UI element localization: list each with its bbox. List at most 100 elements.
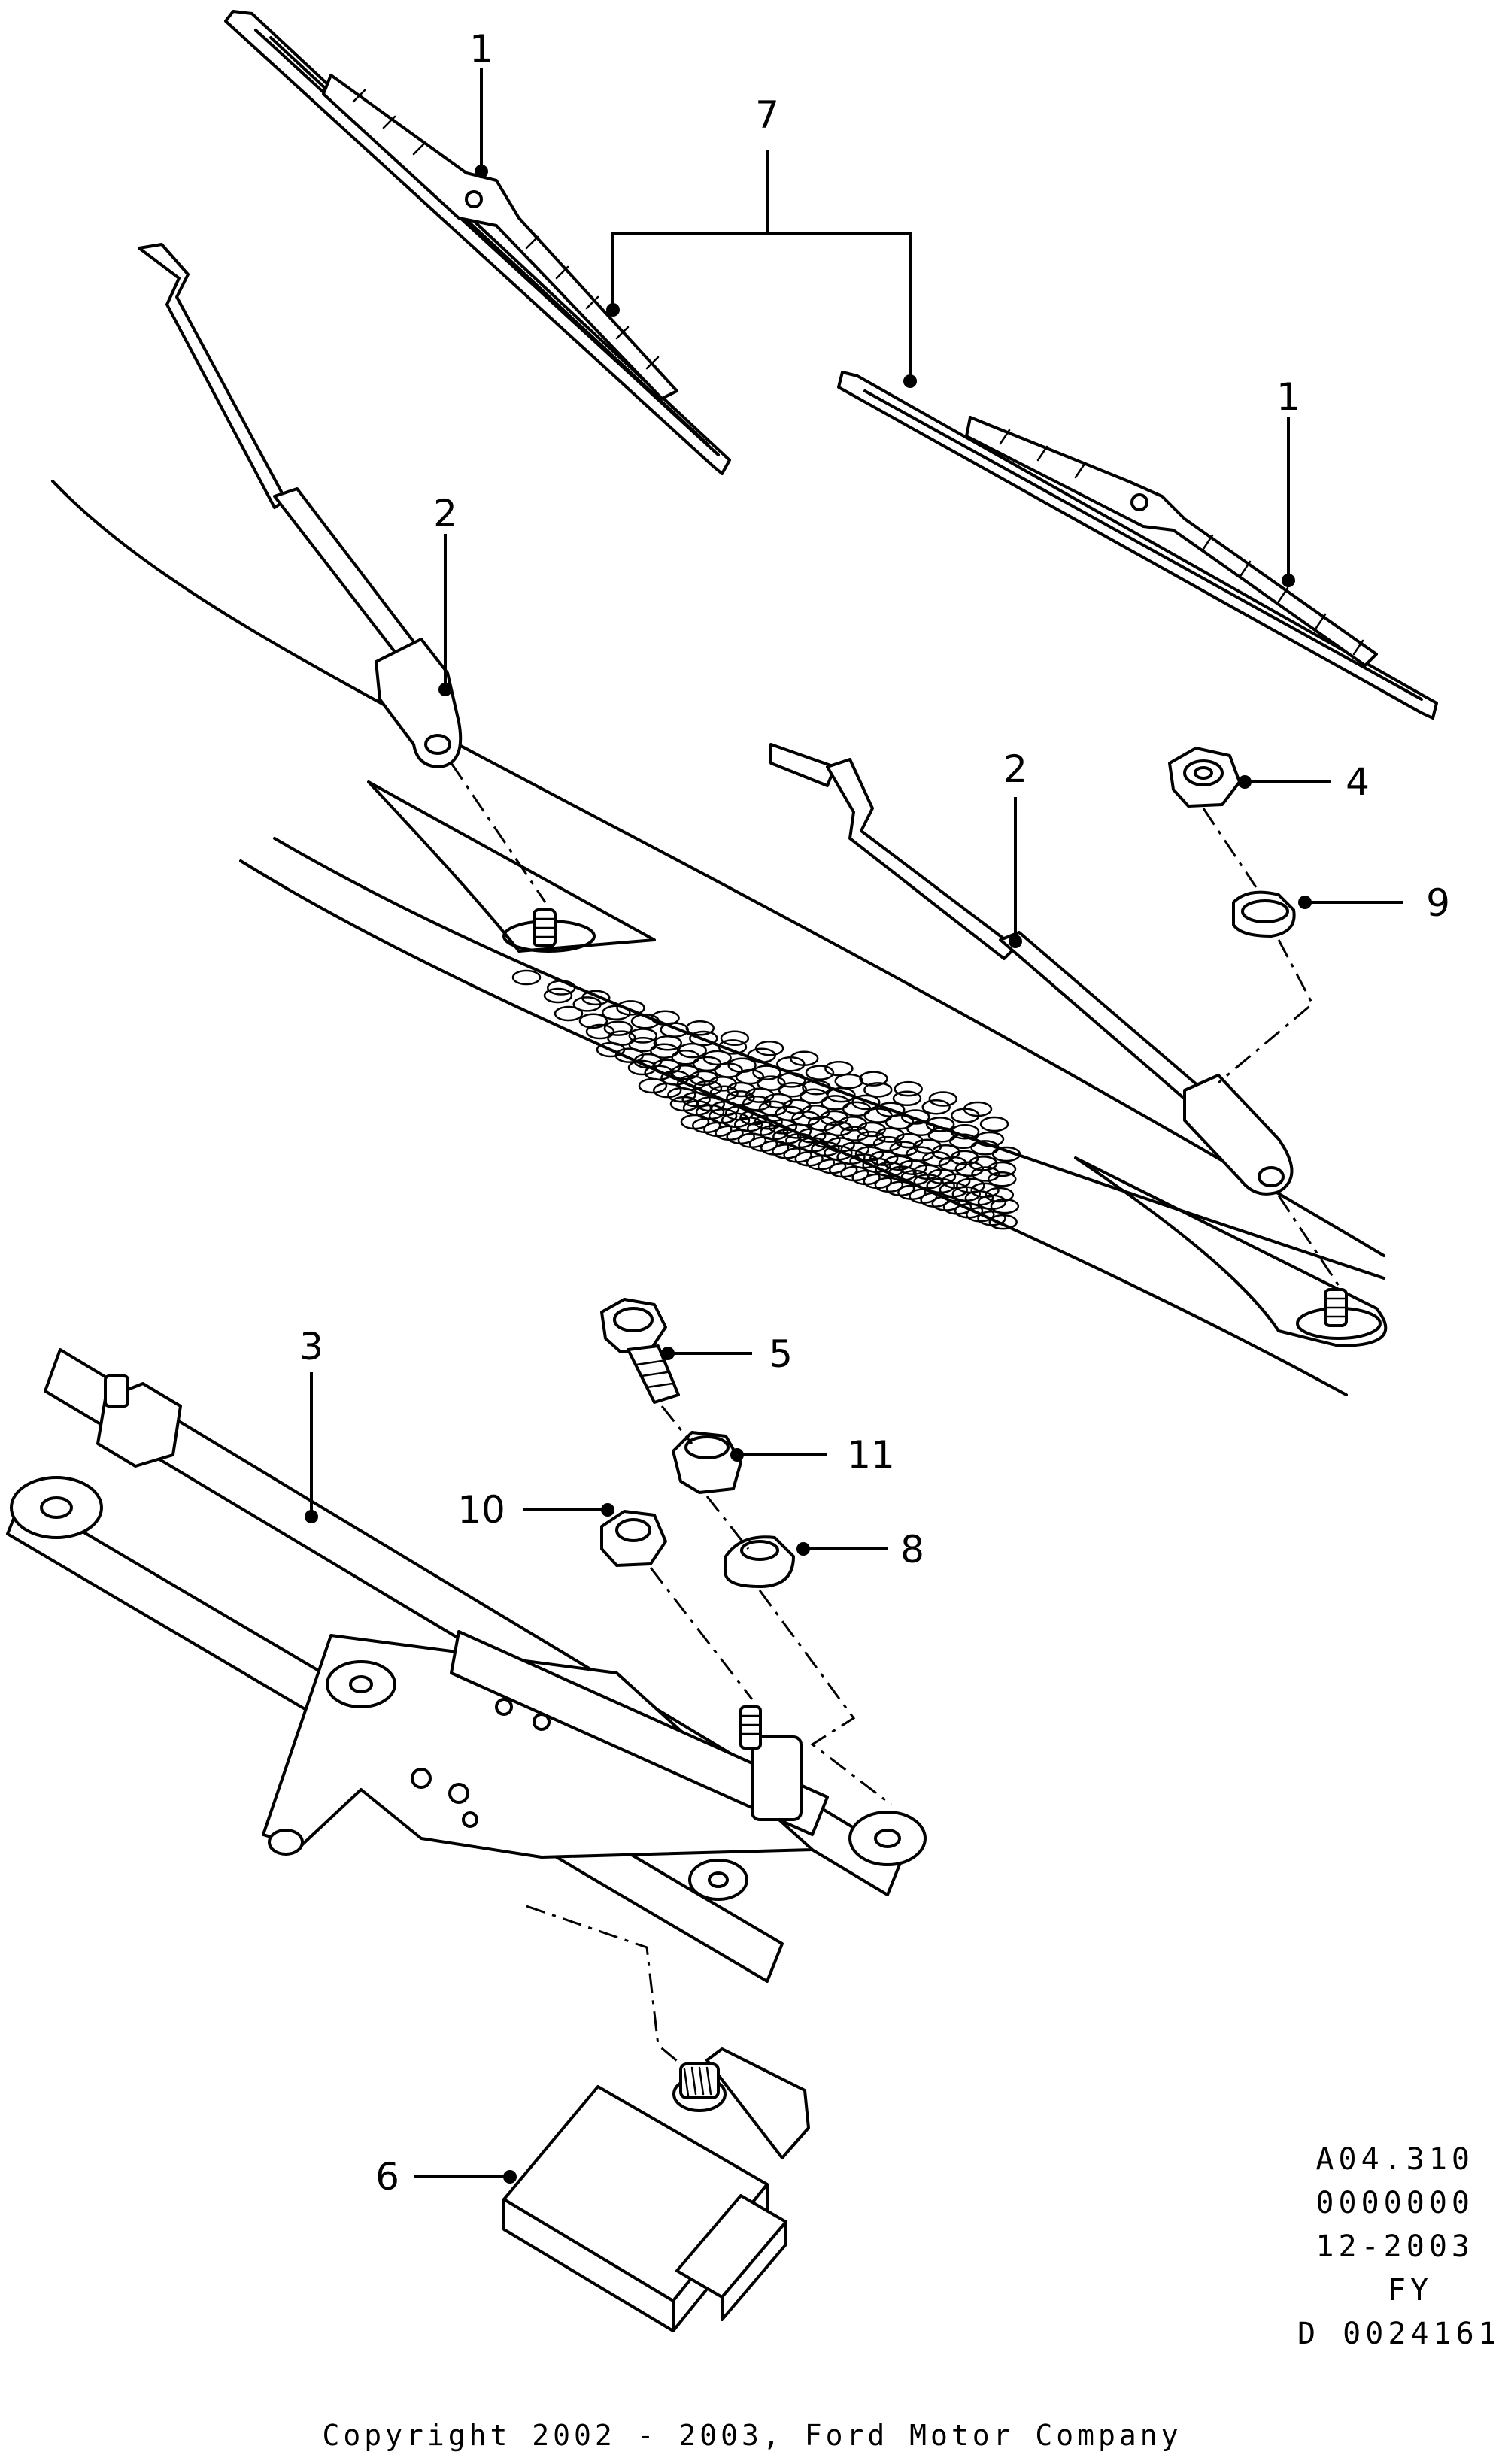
- callout-7-blade-set: 7: [755, 93, 779, 137]
- grille-vent-slot: [950, 1123, 980, 1140]
- callout-6-motor: 6: [375, 2155, 399, 2199]
- grille-vent-slot: [925, 1117, 955, 1132]
- grille-vent-slot: [991, 1146, 1021, 1162]
- grille-vent-slot: [900, 1109, 930, 1125]
- callout-1-left-blade: 1: [469, 27, 493, 71]
- wiper-linkage-part-3: [6, 1348, 927, 1983]
- grille-vent-slot: [894, 1080, 923, 1097]
- callout-1-right-blade: 1: [1276, 375, 1300, 419]
- callout-2-right-arm: 2: [1003, 747, 1027, 791]
- grille-vent-slot: [546, 980, 576, 996]
- callout-leaders: [305, 68, 1403, 2184]
- grille-vent-slot: [739, 1110, 769, 1126]
- grille-vent-slot: [616, 1000, 645, 1016]
- grille-vent-slot: [747, 1047, 776, 1064]
- grille-vent-slot: [824, 1120, 854, 1137]
- grille-vent-slot: [863, 1082, 893, 1098]
- grille-vent-slot: [884, 1114, 915, 1130]
- grille-vent-slot: [941, 1173, 971, 1190]
- wiper-blade-left: [224, 10, 731, 475]
- grille-vent-slot: [921, 1099, 951, 1115]
- left-pivot-recess: [367, 780, 656, 953]
- grille-vent-slot: [652, 1082, 682, 1099]
- grille-vent-slot: [971, 1166, 1000, 1182]
- grille-vent-slot: [689, 1030, 718, 1047]
- right-pivot-recess: [1074, 1156, 1388, 1347]
- grille-vent-slot: [543, 987, 573, 1004]
- grille-vent-slot: [988, 1171, 1017, 1187]
- grille-vent-slot: [954, 1161, 985, 1177]
- grille-vent-slot: [906, 1146, 935, 1162]
- grille-vent-slot: [938, 1156, 968, 1172]
- grille-vent-slot: [990, 1198, 1020, 1214]
- reference-drawing-id: D 0024161 C: [1297, 2317, 1505, 2351]
- grille-vent-slot: [802, 1079, 831, 1096]
- grille-vent-slot: [988, 1214, 1018, 1230]
- assembly-center-lines: [450, 762, 1340, 2065]
- grille-vent-slot: [782, 1123, 812, 1139]
- grille-vent-slot: [857, 1131, 886, 1147]
- grille-vent-slot: [859, 1071, 888, 1087]
- callout-3-linkage: 3: [299, 1325, 323, 1368]
- grille-vent-slot: [720, 1030, 750, 1047]
- grille-vent-slot: [805, 1065, 835, 1080]
- grille-vent-slot: [678, 1042, 707, 1059]
- grille-vent-slot: [872, 1135, 903, 1152]
- reference-code: A04.310: [1315, 2142, 1474, 2177]
- grille-vent-slot: [776, 1056, 806, 1072]
- callout-11-bushing: 11: [847, 1433, 895, 1477]
- grille-vent-slot: [834, 1073, 863, 1090]
- grille-vent-slot: [889, 1141, 919, 1157]
- grille-vent-slot: [912, 1164, 942, 1180]
- grille-vent-slot: [742, 1095, 772, 1111]
- grille-vent-slot: [951, 1108, 980, 1123]
- grille-vent-slot: [602, 1005, 631, 1021]
- windshield-cowl-outline: [51, 480, 1385, 1396]
- callout-8-grommet: 8: [900, 1528, 924, 1571]
- callout-5-bolt: 5: [769, 1332, 793, 1376]
- grille-vent-slot: [735, 1068, 765, 1085]
- callout-10-nut: 10: [457, 1488, 505, 1532]
- nut-part-10: [600, 1510, 667, 1567]
- reference-date: 12-2003: [1315, 2229, 1474, 2264]
- reference-model: FY: [1388, 2273, 1433, 2308]
- callout-9-seal: 9: [1426, 881, 1450, 925]
- grille-vent-slot: [807, 1115, 837, 1132]
- bolt-part-5: [600, 1298, 680, 1404]
- grille-vent-slot: [922, 1151, 951, 1167]
- grille-vent-slot: [638, 1077, 668, 1094]
- grommet-part-8: [724, 1535, 795, 1588]
- grille-vent-slot: [660, 1022, 689, 1038]
- callout-2-left-arm: 2: [433, 492, 457, 535]
- grille-vent-slot: [754, 1040, 784, 1056]
- wiper-motor-part-6: [502, 2047, 810, 2332]
- grille-vent-slot: [718, 1039, 748, 1055]
- grille-vent-slot: [928, 1091, 958, 1107]
- grille-vent-slot: [628, 1028, 658, 1044]
- grille-vent-slot: [578, 1013, 608, 1029]
- wiper-arm-left: [138, 243, 463, 768]
- grille-vent-slot: [726, 1090, 755, 1106]
- grille-vent-slot: [987, 1161, 1017, 1177]
- cowl-grille-vents: [511, 969, 1021, 1230]
- grille-vent-slot: [511, 969, 542, 986]
- grille-vent-slot: [892, 1090, 922, 1107]
- grille-vent-slot: [627, 1059, 657, 1076]
- grille-vent-slot: [840, 1126, 869, 1141]
- grille-vent-slot: [653, 1035, 683, 1051]
- copyright-notice: Copyright 2002 - 2003, Ford Motor Compan…: [323, 2419, 1182, 2452]
- grille-vent-slot: [777, 1072, 806, 1088]
- grille-vent-slot: [554, 1005, 584, 1022]
- nut-part-4: [1168, 747, 1241, 808]
- seal-part-9: [1232, 890, 1296, 938]
- grille-vent-slot: [603, 1020, 633, 1036]
- reference-number: 0000000: [1315, 2186, 1474, 2220]
- grille-vent-slot: [854, 1146, 884, 1162]
- grille-vent-slot: [752, 1065, 781, 1080]
- grille-vent-slot: [630, 1013, 660, 1029]
- grille-vent-slot: [709, 1085, 739, 1101]
- grille-vent-slot: [796, 1128, 827, 1144]
- grille-vent-slot: [985, 1187, 1015, 1203]
- reference-block: A04.310 0000000 12-2003 FY D 0024161 C: [1297, 2142, 1505, 2351]
